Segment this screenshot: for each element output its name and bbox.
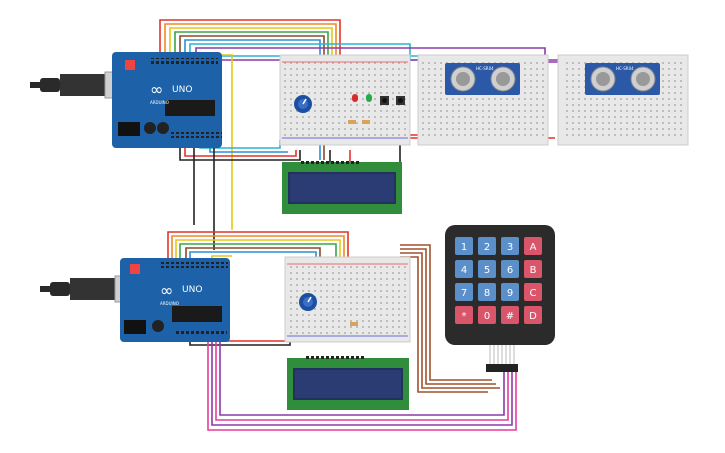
keypad-key-label: 7 bbox=[461, 288, 467, 299]
arduino-logo: ∞ bbox=[160, 281, 173, 300]
arduino-brand: ARDUINO bbox=[160, 301, 179, 306]
lcd-display-bottom bbox=[287, 356, 409, 410]
keypad-key-label: 2 bbox=[484, 242, 490, 253]
keypad-key-6[interactable]: 6 bbox=[501, 260, 519, 278]
resistors bbox=[348, 120, 370, 124]
sensor-label: HC-SR04 bbox=[616, 66, 634, 71]
keypad-key-B[interactable]: B bbox=[524, 260, 542, 278]
keypad-key-A[interactable]: A bbox=[524, 237, 542, 255]
arduino-uno-bottom[interactable]: ∞ UNO ARDUINO bbox=[120, 258, 230, 342]
keypad-4x4[interactable]: 1 2 3 A 4 5 6 B 7 8 9 C * 0 # D bbox=[445, 225, 555, 372]
keypad-key-1[interactable]: 1 bbox=[455, 237, 473, 255]
keypad-key-7[interactable]: 7 bbox=[455, 283, 473, 301]
arduino-uno-top[interactable]: ∞ UNO ARDUINO bbox=[112, 52, 222, 148]
keypad-key-label: 5 bbox=[484, 265, 490, 276]
sensor-label: HC-SR04 bbox=[476, 66, 494, 71]
lcd-display-top bbox=[282, 160, 402, 214]
keypad-key-label: C bbox=[530, 288, 537, 299]
arduino-logo: ∞ bbox=[150, 80, 163, 99]
keypad-key-label: D bbox=[529, 311, 537, 322]
keypad-key-label: * bbox=[462, 311, 467, 322]
keypad-key-0[interactable]: 0 bbox=[478, 306, 496, 324]
keypad-key-label: A bbox=[530, 242, 537, 253]
potentiometer-icon[interactable] bbox=[294, 95, 312, 113]
keypad-key-8[interactable]: 8 bbox=[478, 283, 496, 301]
keypad-key-label: 6 bbox=[507, 265, 513, 276]
arduino-brand: ARDUINO bbox=[150, 100, 169, 105]
keypad-key-9[interactable]: 9 bbox=[501, 283, 519, 301]
keypad-key-#[interactable]: # bbox=[501, 306, 519, 324]
arduino-uno-label: UNO bbox=[172, 85, 192, 95]
potentiometer-icon[interactable] bbox=[299, 293, 317, 311]
keypad-key-3[interactable]: 3 bbox=[501, 237, 519, 255]
ultrasonic-sensor-1[interactable]: HC-SR04 bbox=[445, 63, 520, 95]
keypad-key-label: 0 bbox=[484, 311, 490, 322]
keypad-key-4[interactable]: 4 bbox=[455, 260, 473, 278]
led-icon bbox=[352, 94, 372, 102]
resistor bbox=[350, 322, 358, 326]
arduino-uno-label: UNO bbox=[182, 285, 202, 295]
keypad-key-label: 8 bbox=[484, 288, 490, 299]
keypad-key-label: B bbox=[530, 265, 537, 276]
keypad-key-label: 1 bbox=[461, 242, 467, 253]
keypad-key-C[interactable]: C bbox=[524, 283, 542, 301]
keypad-key-label: # bbox=[506, 311, 514, 322]
keypad-key-*[interactable]: * bbox=[455, 306, 473, 324]
ultrasonic-sensor-2[interactable]: HC-SR04 bbox=[585, 63, 660, 95]
keypad-key-5[interactable]: 5 bbox=[478, 260, 496, 278]
keypad-key-label: 3 bbox=[507, 242, 513, 253]
keypad-key-2[interactable]: 2 bbox=[478, 237, 496, 255]
pushbutton-icon[interactable] bbox=[380, 96, 405, 105]
keypad-key-label: 9 bbox=[507, 288, 513, 299]
keypad-key-label: 4 bbox=[461, 265, 467, 276]
keypad-key-D[interactable]: D bbox=[524, 306, 542, 324]
keypad-ribbon bbox=[489, 345, 515, 365]
